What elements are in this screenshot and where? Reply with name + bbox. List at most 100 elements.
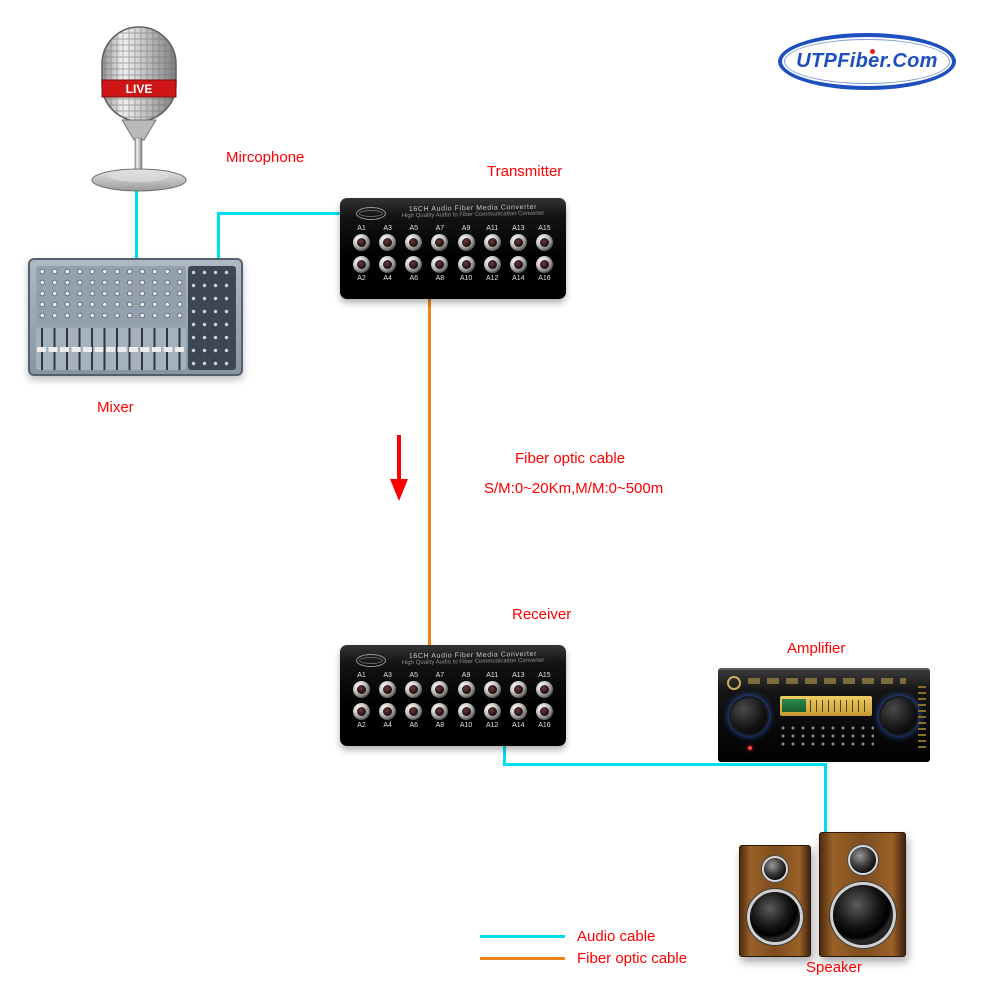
rca-jack-icon (483, 256, 501, 273)
rca-jack-icon (379, 234, 397, 251)
audio-port: A13 (506, 224, 531, 251)
woofer-icon (750, 892, 800, 942)
mixer-fader-section (36, 328, 186, 370)
rca-jack-icon (483, 681, 501, 698)
port-label: A6 (409, 275, 419, 282)
receiver-device: 16CH Audio Fiber Media Converter High Qu… (340, 645, 566, 746)
woofer-icon (832, 885, 893, 945)
port-label: A13 (512, 225, 525, 232)
rca-jack-icon (405, 256, 423, 273)
rca-jack-icon (483, 703, 501, 720)
port-label: A15 (538, 672, 551, 679)
rca-jack-icon (509, 234, 527, 251)
port-label: A16 (538, 722, 551, 729)
port-label: A3 (383, 225, 392, 232)
rca-jack-icon (535, 703, 553, 720)
logo-red-dot (870, 49, 875, 54)
port-label: A10 (459, 275, 473, 282)
port-label: A1 (357, 225, 366, 232)
rca-jack-icon (535, 256, 553, 273)
audio-port: A3 (375, 671, 400, 698)
port-label: A7 (435, 225, 445, 232)
port-label: A16 (538, 275, 551, 282)
amp-knob-left-icon (731, 698, 767, 734)
rca-jack-icon (405, 234, 423, 251)
audio-port: A6 (401, 703, 426, 730)
speaker-right (819, 832, 906, 957)
mixer-knob-grid (36, 266, 186, 324)
audio-cable-mixer-to-transmitter-vertical (217, 212, 220, 260)
rca-jack-icon (379, 256, 397, 273)
rca-jack-icon (457, 703, 475, 720)
port-label: A1 (357, 672, 366, 679)
legend-audio-cable-label: Audio cable (577, 928, 656, 945)
audio-port: A8 (427, 703, 452, 730)
audio-port: A10 (454, 256, 479, 283)
port-label: A8 (435, 722, 445, 729)
converter-text: 16CH Audio Fiber Media Converter High Qu… (388, 204, 558, 220)
rca-jack-icon (457, 256, 475, 273)
mic-head-icon: LIVE (101, 26, 177, 122)
label-fiber-title: Fiber optic cable (515, 450, 626, 467)
audio-port: A16 (532, 256, 557, 283)
port-label: A5 (409, 672, 419, 679)
port-label: A6 (409, 722, 419, 729)
amp-top-trim (748, 678, 906, 684)
port-label: A10 (459, 722, 473, 729)
converter-logo-icon (356, 207, 386, 220)
amp-button-row (778, 724, 874, 748)
label-transmitter: Transmitter (487, 163, 563, 180)
rca-jack-icon (483, 234, 501, 251)
label-receiver: Receiver (512, 606, 572, 623)
port-label: A4 (383, 722, 392, 729)
down-arrow-icon (390, 435, 408, 501)
amp-display (780, 696, 872, 716)
amp-knob-right-icon (881, 698, 917, 734)
audio-port: A5 (401, 671, 426, 698)
rca-jack-icon (379, 681, 397, 698)
port-label: A14 (512, 722, 525, 729)
audio-cable-mic-to-mixer (135, 188, 138, 260)
audio-cable-receiver-down (503, 745, 506, 766)
label-mixer: Mixer (97, 399, 134, 416)
audio-port: A11 (480, 224, 505, 251)
audio-port: A2 (349, 703, 374, 730)
rca-jack-icon (431, 234, 449, 251)
amp-power-led (748, 746, 752, 750)
port-label: A9 (461, 225, 471, 232)
rca-jack-icon (431, 256, 449, 273)
audio-port: A12 (480, 256, 505, 283)
audio-port: A14 (506, 703, 531, 730)
port-label: A4 (383, 275, 392, 282)
utpfiber-logo: UTPFiber.Com (778, 33, 956, 90)
audio-port: A8 (427, 256, 452, 283)
rca-jack-icon (535, 234, 553, 251)
tweeter-icon (764, 858, 786, 880)
audio-port: A12 (480, 703, 505, 730)
port-label: A9 (461, 672, 471, 679)
speaker-left (739, 845, 811, 957)
legend-fiber-cable-label: Fiber optic cable (577, 950, 688, 967)
port-label: A2 (357, 722, 366, 729)
audio-port: A10 (454, 703, 479, 730)
transmitter-device: 16CH Audio Fiber Media Converter High Qu… (340, 198, 566, 299)
mic-stand-icon (91, 119, 187, 192)
audio-port: A14 (506, 256, 531, 283)
audio-port: A4 (375, 703, 400, 730)
label-microphone: Mircophone (226, 149, 305, 166)
legend-fiber-cable-line (480, 957, 565, 960)
amplifier-device (718, 668, 930, 762)
audio-port: A7 (427, 224, 452, 251)
port-label: A11 (486, 225, 499, 232)
rca-jack-icon (353, 234, 370, 251)
port-label: A11 (486, 672, 499, 679)
rca-jack-icon (405, 681, 423, 698)
converter-logo-icon (356, 654, 386, 667)
label-fiber-spec: S/M:0~20Km,M/M:0~500m (484, 480, 664, 497)
mic-live-text: LIVE (126, 82, 153, 96)
rca-jack-icon (379, 703, 397, 720)
audio-cable-receiver-to-amplifier (503, 763, 827, 766)
audio-port: A15 (532, 671, 557, 698)
